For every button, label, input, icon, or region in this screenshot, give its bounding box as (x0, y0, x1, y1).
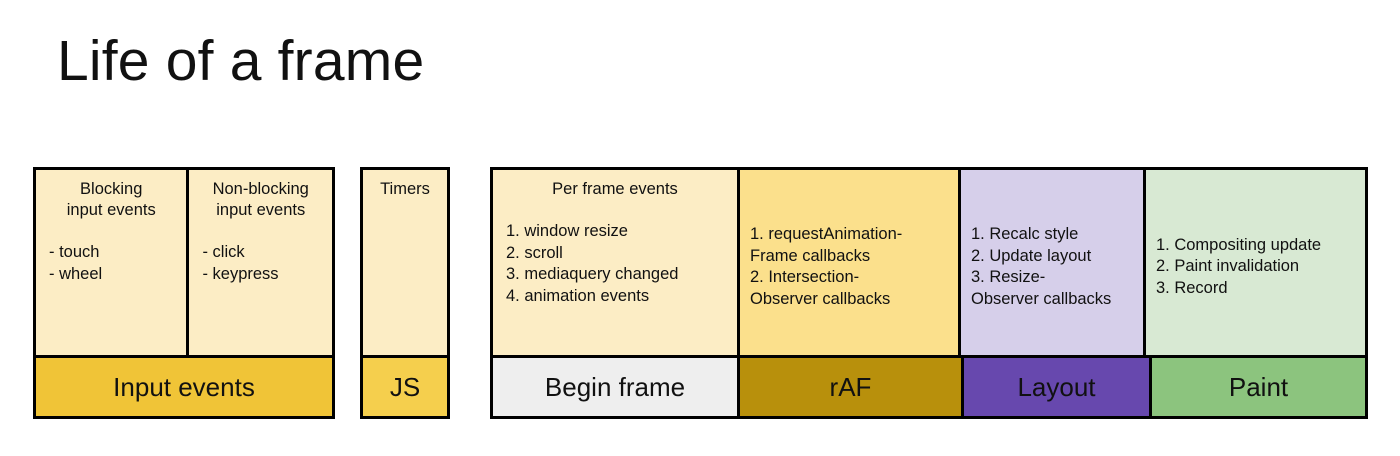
js-panels: Timers (363, 170, 447, 355)
panel-blocking-items: - touch - wheel (49, 243, 103, 283)
input-events-panels: Blocking input events - touch - wheel No… (36, 170, 332, 355)
page-title: Life of a frame (57, 29, 425, 93)
input-events-group: Blocking input events - touch - wheel No… (33, 167, 335, 419)
input-events-bar-row: Input events (36, 355, 332, 416)
stage-bar-begin-frame: Begin frame (493, 358, 737, 416)
panel-begin-frame-items: 1. window resize 2. scroll 3. mediaquery… (506, 222, 679, 305)
panel-non-blocking-heading: Non-blocking input events (212, 180, 309, 219)
panel-layout-items: 1. Recalc style 2. Update layout 3. Resi… (971, 225, 1112, 308)
panel-begin-frame: Per frame events 1. window resize 2. scr… (493, 170, 737, 355)
panel-non-blocking-input-events: Non-blocking input events - click - keyp… (186, 170, 332, 355)
frame-pipeline-bar-row: Begin frame rAF Layout Paint (493, 355, 1365, 416)
panel-non-blocking-items: - click - keypress (202, 243, 279, 283)
frame-pipeline-group: Per frame events 1. window resize 2. scr… (490, 167, 1368, 419)
js-bar-row: JS (363, 355, 447, 416)
stage-bar-input-events: Input events (36, 358, 332, 416)
panel-blocking-input-events: Blocking input events - touch - wheel (36, 170, 187, 355)
frame-pipeline-panels: Per frame events 1. window resize 2. scr… (493, 170, 1365, 355)
panel-raf: 1. requestAnimation- Frame callbacks 2. … (737, 170, 958, 355)
panel-timers: Timers (363, 170, 447, 355)
panel-paint: 1. Compositing update 2. Paint invalidat… (1143, 170, 1365, 355)
panel-timers-heading: Timers (380, 180, 430, 198)
panel-begin-frame-heading: Per frame events (552, 180, 678, 198)
panel-paint-items: 1. Compositing update 2. Paint invalidat… (1156, 235, 1322, 297)
stage-bar-layout: Layout (961, 358, 1149, 416)
panel-raf-items: 1. requestAnimation- Frame callbacks 2. … (750, 225, 903, 308)
stage-bar-js: JS (363, 358, 447, 416)
stage-bar-raf: rAF (737, 358, 961, 416)
panel-blocking-heading: Blocking input events (66, 180, 156, 219)
stage-bar-paint: Paint (1149, 358, 1365, 416)
panel-layout: 1. Recalc style 2. Update layout 3. Resi… (958, 170, 1143, 355)
js-group: Timers JS (360, 167, 450, 419)
